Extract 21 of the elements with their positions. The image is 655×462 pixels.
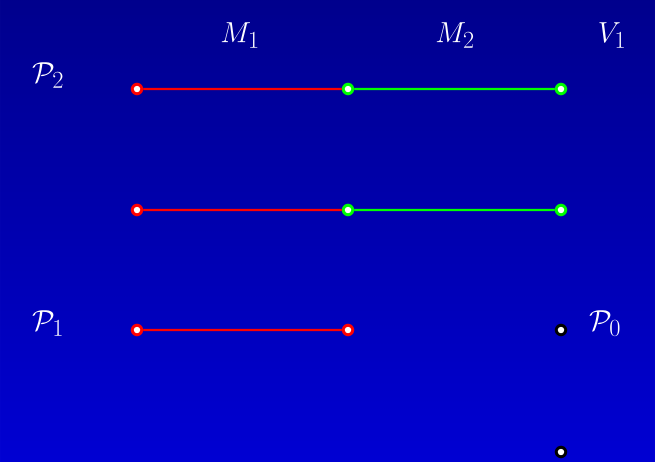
dot [554,446,568,458]
line [354,88,555,90]
math-label: $V_1$ [599,22,624,48]
line [143,208,342,212]
dot [554,204,568,216]
math-label: $M_2$ [436,22,474,48]
dot [130,82,144,96]
math-label: $M_1$ [222,22,258,48]
line [143,88,342,90]
dot [554,82,568,96]
math-label: $\mathcal{P}_1$ [32,310,62,336]
line [143,328,342,332]
dot [342,204,354,216]
dot [342,82,354,96]
dot [130,324,144,336]
math-label: $\mathcal{P}_0$ [590,310,620,336]
dot [130,204,144,216]
line [354,208,555,212]
dot [342,324,354,336]
dot [554,324,568,336]
math-label: $\mathcal{P}_2$ [32,62,62,88]
